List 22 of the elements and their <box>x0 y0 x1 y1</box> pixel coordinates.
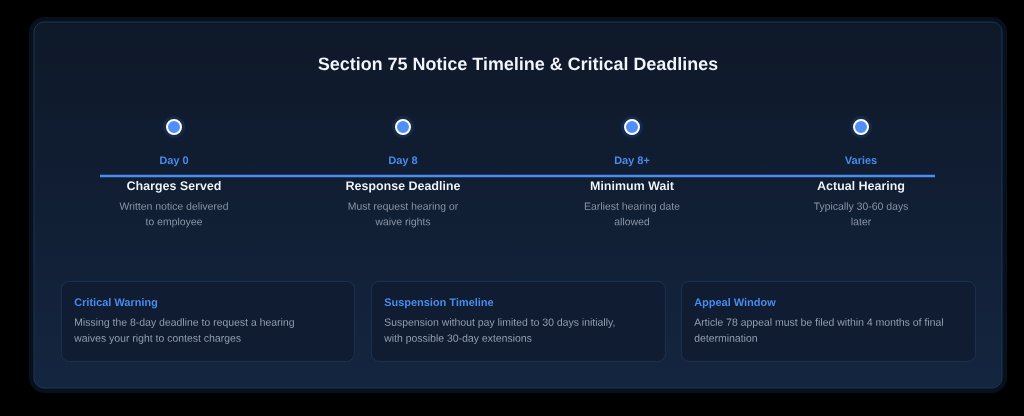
card-heading: Appeal Window <box>694 298 776 309</box>
day-label: Varies <box>844 156 877 165</box>
day-label: Day 0 <box>160 156 189 167</box>
milestone-heading: Minimum Wait <box>590 180 674 191</box>
info-card <box>681 281 976 362</box>
milestone-heading: Actual Hearing <box>817 180 905 193</box>
milestone-description: Written notice delivered to employee <box>119 202 228 228</box>
card-text: Article 78 appeal must be filed within 4 months of final determination <box>694 318 943 342</box>
card-heading: Critical Warning <box>74 298 158 309</box>
milestone-heading: Charges Served <box>127 180 221 193</box>
card-text: Missing the 8-day deadline to request a hearing waives your right to contest charges <box>74 318 294 344</box>
info-card <box>61 281 355 362</box>
info-card <box>371 281 666 362</box>
card-text: Suspension without pay limited to 30 days initially, with possible 30-day extensions <box>384 318 615 344</box>
title: Section 75 Notice Timeline & Critical Deadlines <box>318 57 718 71</box>
milestone-description: Typically 30-60 days later <box>813 202 908 226</box>
milestone-description: Earliest hearing date allowed <box>584 202 680 226</box>
milestone-description: Must request hearing or waive rights <box>348 202 459 228</box>
milestone-heading: Response Deadline <box>346 180 460 193</box>
day-label: Day 8+ <box>614 156 650 167</box>
card-heading: Suspension Timeline <box>384 298 494 309</box>
day-label: Day 8 <box>389 156 418 167</box>
